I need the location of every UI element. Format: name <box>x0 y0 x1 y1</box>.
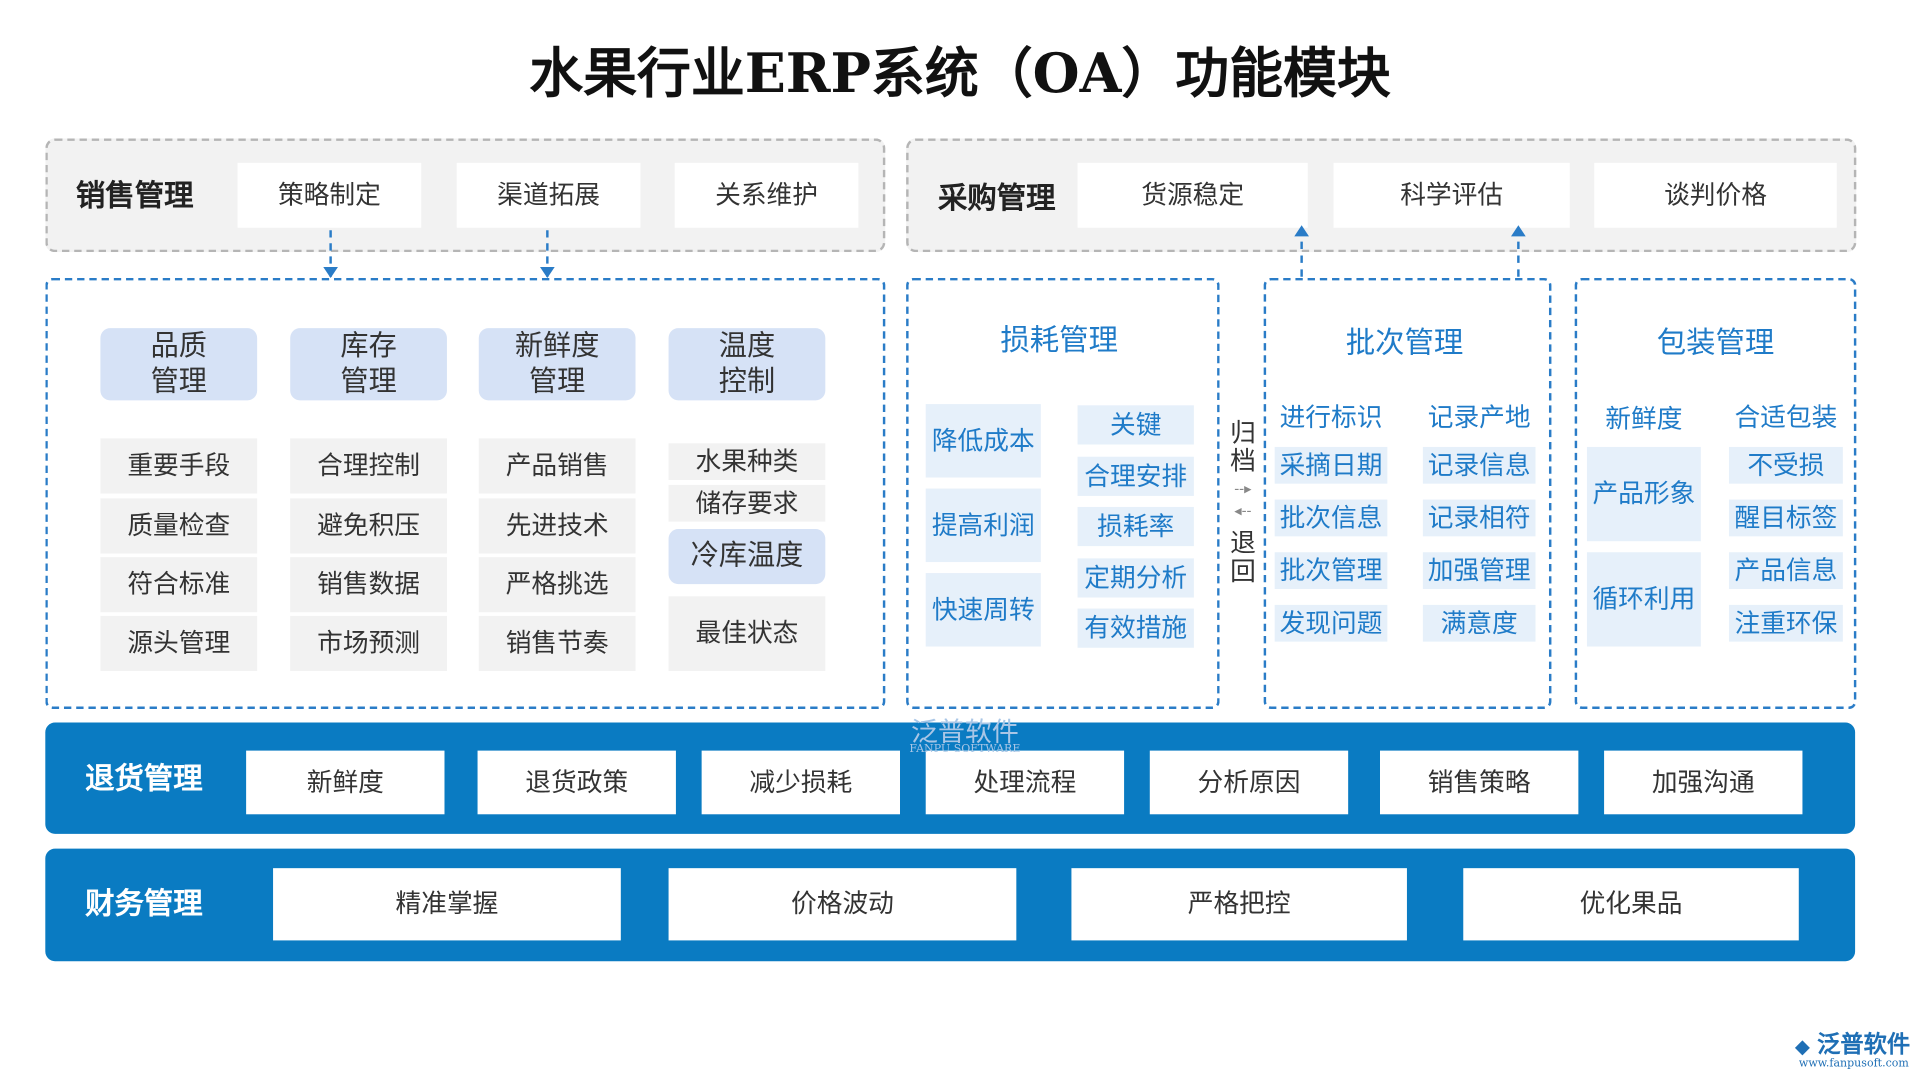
quality-item: 水果种类 <box>668 443 826 481</box>
batch-item: 进行标识 <box>1279 402 1383 433</box>
finance-item: 价格波动 <box>668 868 1017 941</box>
packaging-item: 产品信息 <box>1728 552 1843 589</box>
arrow-down-head <box>540 266 555 278</box>
packaging-item: 不受损 <box>1728 446 1843 484</box>
loss-item: 有效措施 <box>1077 608 1194 648</box>
arrow-up <box>1300 227 1303 277</box>
logo-icon: ◆ <box>1794 1034 1810 1058</box>
loss-item: 提高利润 <box>925 488 1041 563</box>
packaging-title: 包装管理 <box>1656 325 1775 361</box>
batch-title: 批次管理 <box>1345 325 1464 361</box>
purchase-item: 科学评估 <box>1333 162 1570 228</box>
loss-item: 合理安排 <box>1077 456 1194 496</box>
sales-item: 策略制定 <box>237 162 422 228</box>
module-header: 库存 管理 <box>290 328 447 401</box>
watermark: 泛普软件 <box>911 717 1019 749</box>
packaging-item: 注重环保 <box>1728 604 1843 642</box>
quality-item: 重要手段 <box>100 438 258 494</box>
batch-item: 批次管理 <box>1274 552 1388 589</box>
return-label: 退回 <box>1227 528 1257 586</box>
logo-url: www.fanpusoft.com <box>1798 1058 1909 1071</box>
page-title: 水果行业ERP系统（OA）功能模块 <box>529 42 1391 105</box>
quality-item: 源头管理 <box>100 615 258 672</box>
batch-item: 采摘日期 <box>1274 446 1388 484</box>
batch-item: 加强管理 <box>1422 552 1536 589</box>
return-item: 退货政策 <box>477 750 676 815</box>
quality-item: 产品销售 <box>478 438 636 494</box>
batch-item: 记录产地 <box>1427 402 1531 433</box>
loss-title: 损耗管理 <box>1000 323 1118 358</box>
packaging-item: 醒目标签 <box>1728 499 1843 537</box>
return-item: 新鲜度 <box>246 750 445 815</box>
loss-item: 定期分析 <box>1077 558 1194 598</box>
arrow-up <box>1517 227 1520 277</box>
sales-item: 渠道拓展 <box>456 162 641 228</box>
loss-management-section <box>906 277 1220 709</box>
loss-item: 损耗率 <box>1077 506 1194 547</box>
finance-label: 财务管理 <box>85 884 203 921</box>
quality-item: 合理控制 <box>290 438 447 494</box>
quality-item-highlight: 冷库温度 <box>668 528 826 585</box>
arrow-down <box>329 230 332 277</box>
return-item: 分析原因 <box>1149 750 1349 815</box>
loss-item: 快速周转 <box>925 573 1041 647</box>
archive-label: 归档 <box>1227 418 1257 476</box>
purchase-label: 采购管理 <box>937 179 1056 215</box>
batch-item: 满意度 <box>1422 604 1536 642</box>
quality-item: 先进技术 <box>478 498 636 554</box>
sales-item: 关系维护 <box>674 162 859 228</box>
finance-item: 优化果品 <box>1463 868 1799 941</box>
return-label: 退货管理 <box>85 759 203 796</box>
module-header: 新鲜度 管理 <box>478 328 636 401</box>
arrow-up-head <box>1511 225 1526 237</box>
batch-item: 记录相符 <box>1422 499 1536 537</box>
packaging-management-section <box>1574 277 1857 709</box>
quality-item: 销售数据 <box>290 557 447 613</box>
watermark-sub: FANPU SOFTWARE <box>909 743 1021 756</box>
batch-item: 批次信息 <box>1274 499 1388 537</box>
batch-item: 发现问题 <box>1274 604 1388 642</box>
purchase-item: 货源稳定 <box>1077 162 1308 228</box>
arrow-up-head <box>1294 225 1309 237</box>
quality-item: 避免积压 <box>290 498 447 554</box>
quality-item: 质量检查 <box>100 498 258 554</box>
batch-management-section <box>1263 277 1552 709</box>
quality-item: 销售节奏 <box>478 615 636 672</box>
quality-item: 最佳状态 <box>668 596 826 672</box>
arrow-down <box>546 230 549 277</box>
logo-name: 泛普软件 <box>1817 1031 1911 1059</box>
return-item: 减少损耗 <box>701 750 901 815</box>
packaging-item: 新鲜度 <box>1605 403 1683 434</box>
return-item: 加强沟通 <box>1604 750 1803 815</box>
purchase-item: 谈判价格 <box>1594 162 1837 228</box>
quality-inventory-section <box>45 277 886 709</box>
loss-item: 降低成本 <box>925 404 1041 478</box>
module-header: 温度 控制 <box>668 328 826 401</box>
quality-item: 市场预测 <box>290 615 447 672</box>
batch-item: 记录信息 <box>1422 446 1536 484</box>
quality-item: 储存要求 <box>668 484 826 522</box>
module-header: 品质 管理 <box>100 328 258 401</box>
arrow-right-icon: ‐‐▸ <box>1234 479 1252 497</box>
quality-item: 严格挑选 <box>478 557 636 613</box>
arrow-left-icon: ◂‐‐ <box>1234 501 1252 519</box>
packaging-item: 合适包装 <box>1734 402 1838 433</box>
packaging-item: 产品形象 <box>1586 446 1701 542</box>
arrow-down-head <box>323 266 338 278</box>
finance-item: 精准掌握 <box>273 868 621 941</box>
sales-label: 销售管理 <box>75 176 194 213</box>
packaging-item: 循环利用 <box>1586 552 1701 647</box>
finance-item: 严格把控 <box>1071 868 1407 941</box>
return-item: 处理流程 <box>925 750 1125 815</box>
loss-item: 关键 <box>1077 405 1194 445</box>
return-item: 销售策略 <box>1380 750 1579 815</box>
quality-item: 符合标准 <box>100 557 258 613</box>
